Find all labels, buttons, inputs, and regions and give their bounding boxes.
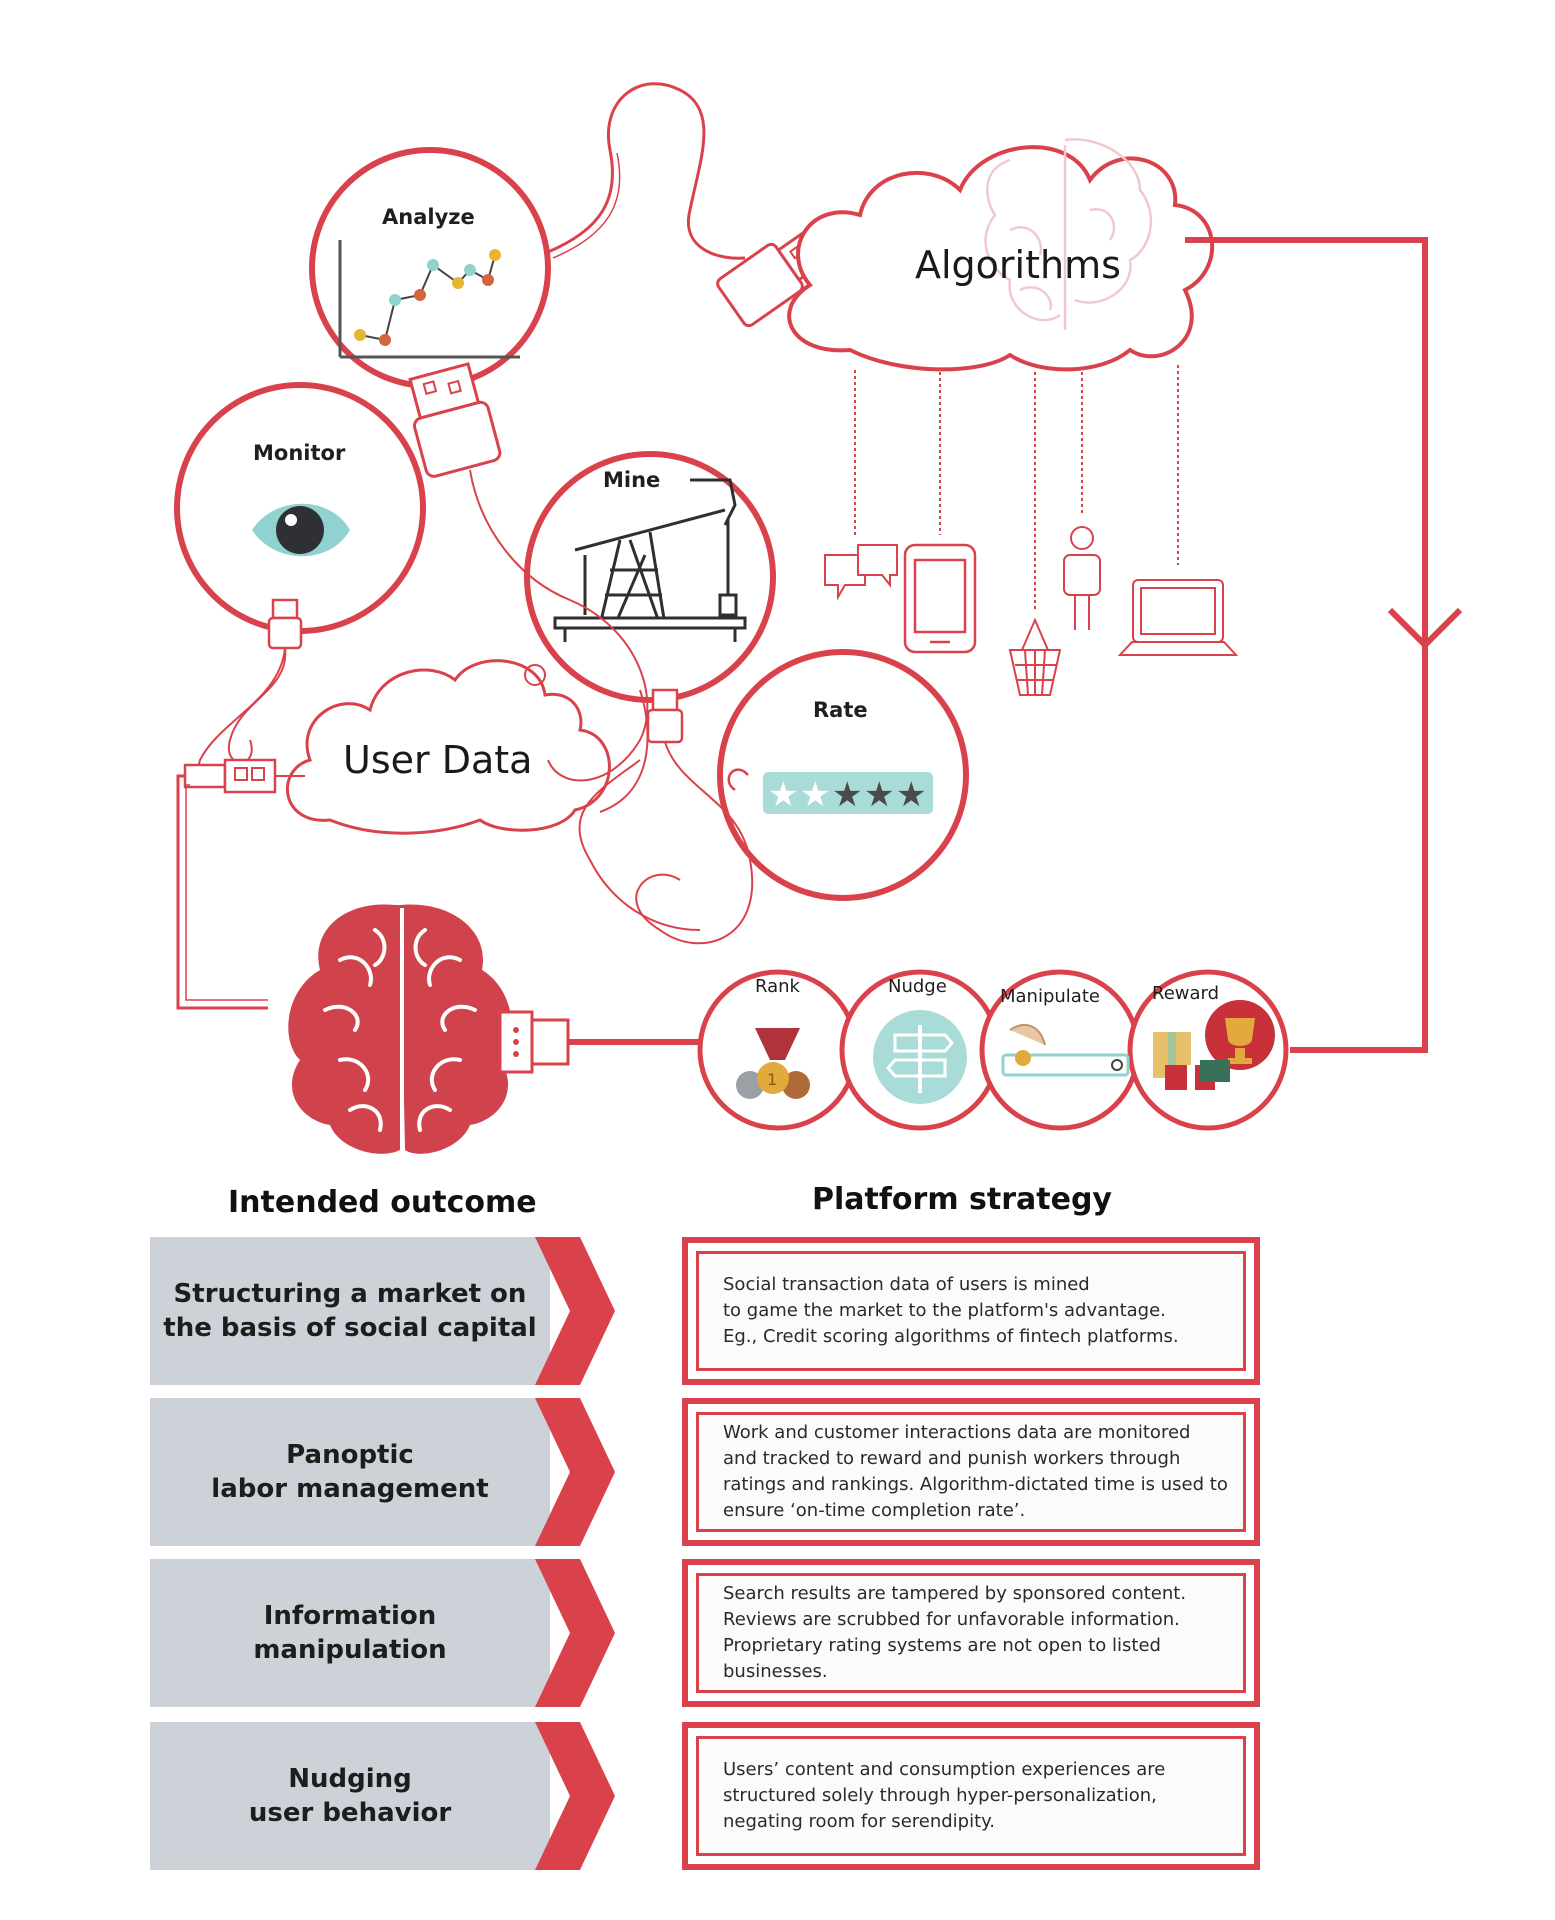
intended-outcome-header: Intended outcome [228,1185,537,1220]
brain-connector [498,1010,570,1074]
outcome-line: Panoptic [286,1440,414,1470]
strategy-line: Work and customer interactions data are … [723,1422,1191,1443]
eye-icon [252,503,350,557]
rate-label: Rate [813,698,868,722]
analyze-label: Analyze [382,205,475,229]
monitor-label: Monitor [253,441,346,465]
strategy-line: and tracked to reward and punish workers… [723,1448,1181,1469]
diagram-canvas: ★ ★ ★ ★ ★ [174,82,1463,1154]
strategy-line: Reviews are scrubbed for unfavorable inf… [723,1609,1180,1630]
strategy-line: Search results are tampered by sponsored… [723,1583,1187,1604]
outcome-row-2: Panoptic labor management [150,1398,615,1546]
strategy-box-1: Social transaction data of users is mine… [682,1237,1260,1385]
oil-pump-icon [553,478,747,642]
strategy-line: Proprietary rating systems are not open … [723,1635,1161,1656]
strategy-line: to game the market to the platform's adv… [723,1300,1166,1321]
strategy-line: structured solely through hyper-personal… [723,1785,1157,1806]
person-icon [1063,526,1101,630]
signpost-icon [873,1010,967,1104]
rating-bar [763,772,933,814]
mine-circle [524,451,776,703]
strategy-line: Eg., Credit scoring algorithms of fintec… [723,1326,1179,1347]
platform-strategy-header: Platform strategy [812,1182,1112,1217]
star-rating-icon: ★ ★ ★ ★ ★ [768,775,926,815]
outcome-line: Information [263,1601,437,1631]
search-bar-icon [1001,1024,1130,1077]
manipulate-label: Manipulate [1000,986,1100,1007]
shopping-basket-icon [1008,617,1062,696]
medals-icon: 1 [736,1028,810,1099]
platform-diagram: ★ ★ ★ ★ ★ [174,82,1463,1154]
analyze-chart-icon [338,240,520,359]
rank-label: Rank [755,976,800,997]
strategy-line: businesses. [723,1661,828,1682]
outcome-row-4: Nudging user behavior [150,1722,615,1870]
outcome-line: labor management [211,1474,489,1504]
strategy-box-2: Work and customer interactions data are … [682,1398,1260,1546]
chat-bubbles-icon [824,544,898,601]
strategy-line: ensure ‘on-time completion rate’. [723,1500,1026,1521]
nudge-label: Nudge [888,976,947,997]
outcome-line: Nudging [288,1764,412,1794]
svg-text:★: ★ [800,775,830,815]
strategy-box-4: Users’ content and consumption experienc… [682,1722,1260,1870]
mine-usb-plug [646,688,684,744]
outcome-row-1: Structuring a market on the basis of soci… [150,1237,615,1385]
user-data-label: User Data [343,738,533,782]
hanging-strings [854,365,1179,610]
svg-text:1: 1 [767,1070,777,1089]
outcome-line: manipulation [253,1635,447,1665]
user-data-cloud [285,659,611,835]
outcome-row-3: Information manipulation [150,1559,615,1707]
outcome-line: user behavior [248,1798,452,1828]
strategy-line: negating room for serendipity. [723,1811,995,1832]
svg-text:★: ★ [864,775,894,815]
faint-brain-icon [984,138,1153,330]
feedback-arrowhead [1387,607,1463,650]
monitor-usb-plug [267,598,303,650]
smartphone-icon [903,543,977,654]
mine-label: Mine [603,468,661,492]
svg-text:★: ★ [896,775,926,815]
laptop-icon [1117,579,1239,656]
cable-analyze-algorithms [547,82,746,260]
trophy-gifts-icon [1153,1000,1275,1090]
brain-icon [288,904,512,1154]
algorithms-label: Algorithms [915,243,1121,287]
user-data-left-plug [183,758,277,794]
strategy-line: Social transaction data of users is mine… [723,1274,1090,1295]
strategy-line: Users’ content and consumption experienc… [723,1759,1166,1780]
svg-text:★: ★ [768,775,798,815]
outcome-line: Structuring a market on [173,1279,527,1309]
algorithms-cloud [787,145,1215,372]
outcome-line: the basis of social capital [163,1313,537,1343]
strategy-line: ratings and rankings. Algorithm-dictated… [723,1474,1228,1495]
strategy-box-3: Search results are tampered by sponsored… [682,1559,1260,1707]
analyze-usb-plug [408,362,502,478]
reward-label: Reward [1152,983,1220,1004]
svg-text:★: ★ [832,775,862,815]
